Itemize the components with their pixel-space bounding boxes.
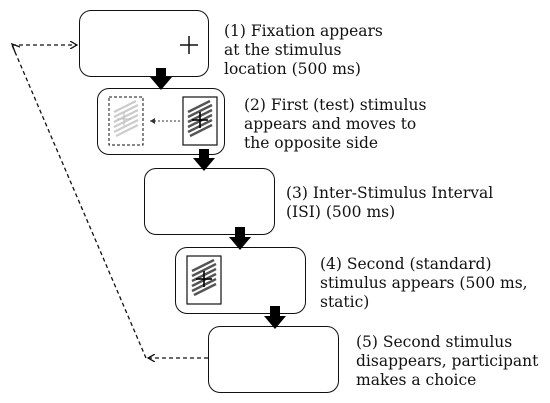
caption-step-2: (2) First (test) stimulus appears and mo… <box>244 96 427 152</box>
screen-response <box>208 326 339 393</box>
caption-step-1: (1) Fixation appears at the stimulus loc… <box>224 22 383 78</box>
dashed-loop-arrow-icon <box>11 45 208 358</box>
loop-arrow-head-icon <box>10 42 21 53</box>
caption-step-4: (4) Second (standard) stimulus appears (… <box>320 255 528 311</box>
down-arrow-icon-1 <box>150 68 172 90</box>
standard-grating-stimulus-icon <box>186 255 222 305</box>
down-arrow-icon-2 <box>193 149 215 171</box>
fixation-cross-icon <box>180 36 198 54</box>
screen-isi <box>144 168 275 235</box>
caption-step-3: (3) Inter-Stimulus Interval (ISI) (500 m… <box>286 184 494 221</box>
grating-stimulus-icon <box>182 96 218 146</box>
faded-grating-icon <box>108 96 144 146</box>
caption-step-5: (5) Second stimulus disappears, particip… <box>356 333 539 389</box>
down-arrow-icon-4 <box>264 306 286 329</box>
screen-fixation <box>79 10 209 77</box>
down-arrow-icon-3 <box>229 227 251 250</box>
